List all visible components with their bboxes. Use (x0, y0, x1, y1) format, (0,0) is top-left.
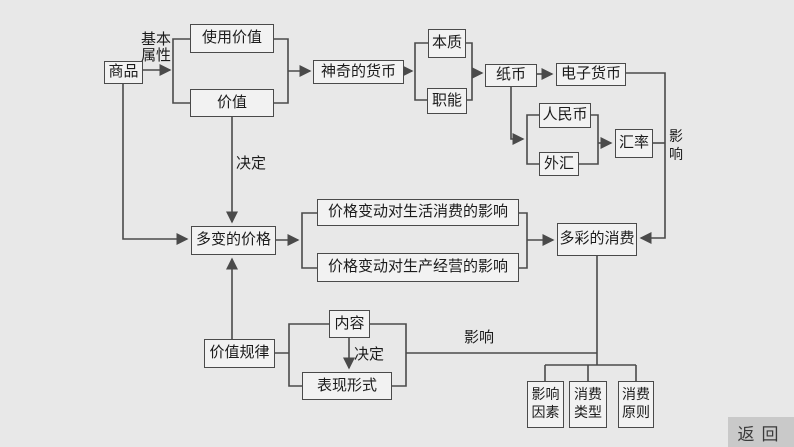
node-content: 内容 (329, 310, 370, 338)
node-consumption-principles: 消费原则 (618, 381, 654, 428)
arrow-paper-to-currencies (510, 86, 525, 145)
node-use-value: 使用价值 (190, 24, 274, 53)
node-exchange-rate: 汇率 (615, 129, 653, 158)
node-paper-money: 纸币 (485, 64, 537, 87)
node-price-impact-production: 价格变动对生产经营的影响 (317, 253, 519, 282)
node-essence: 本质 (428, 29, 466, 58)
node-magical-money: 神奇的货币 (313, 60, 404, 84)
label-decides-bottom: 决定 (354, 347, 385, 363)
node-influencing-factors: 影响因素 (527, 381, 564, 428)
node-value: 价值 (190, 89, 274, 117)
bracket-attributes-right (273, 38, 289, 104)
bracket-currency-left (526, 114, 539, 165)
back-button[interactable]: 返回 (728, 417, 794, 447)
node-law-of-value: 价值规律 (204, 339, 275, 368)
label-influence-right: 影响 (669, 130, 683, 163)
node-commodity: 商品 (104, 61, 143, 84)
node-consumption-types: 消费类型 (569, 381, 607, 428)
node-functions: 职能 (427, 88, 467, 114)
arrow-commodity-to-price (122, 84, 189, 245)
node-manifestation-form: 表现形式 (302, 372, 392, 400)
node-foreign-exchange: 外汇 (539, 152, 579, 176)
consumption-branch-lines (544, 256, 637, 381)
node-colorful-consumption: 多彩的消费 (557, 223, 637, 256)
node-price-impact-living: 价格变动对生活消费的影响 (317, 199, 519, 226)
label-influence-bottom: 影响 (464, 330, 495, 346)
bracket-attributes-left (172, 38, 190, 104)
node-changeable-price: 多变的价格 (191, 226, 276, 255)
node-electronic-money: 电子货币 (556, 63, 626, 86)
bracket-price-right (518, 212, 528, 269)
label-decides-top: 决定 (236, 156, 267, 172)
node-rmb: 人民币 (539, 103, 591, 128)
label-basic-attributes: 基本属性 (141, 32, 172, 64)
bracket-price-left (301, 212, 317, 269)
